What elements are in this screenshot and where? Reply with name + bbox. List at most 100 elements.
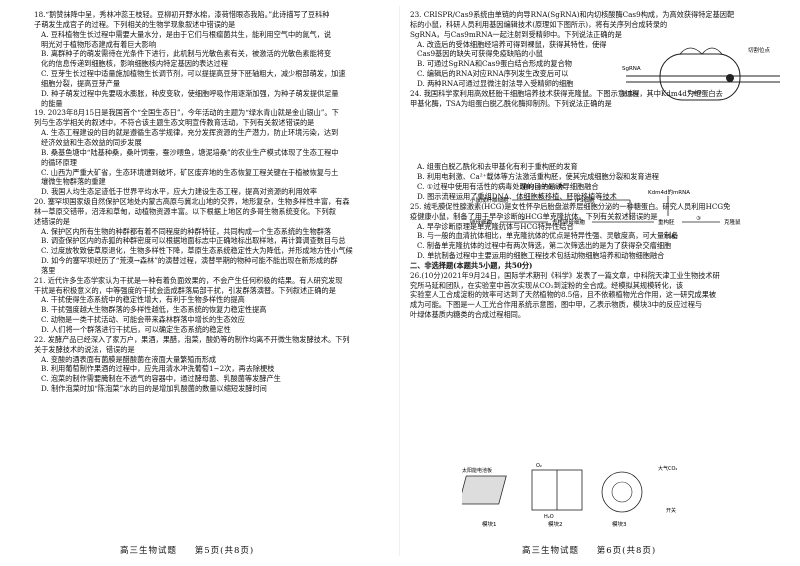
question-line: 经济效益和生态效益的同步发展 (41, 137, 142, 147)
question-line: 叶绿体基质内糖类的合成过程相同。 (410, 310, 526, 320)
footer-left: 高三生物试题 第5页(共8页) (120, 544, 268, 556)
step-3: ③ (696, 216, 701, 222)
node-tsa: TSA (663, 234, 675, 240)
question-18: 18.“鹅赞抹降中呈，秀林冲蕊王枝轻。豆柳初开野水棉，漆荷惜眼态我陷。”此诗描写… (34, 10, 392, 108)
question-line: 22. 发酵产品已经深入了家万户，果酒，果醋，泡菜，酸奶等的制作均离不开微生物发… (34, 334, 350, 344)
node-oocyte: 卵母细胞 (470, 218, 493, 226)
question-21: 21. 近代许多生态学家认为干扰是一种有着负面效果的，不会产生任何积极的结果。有… (34, 276, 392, 335)
question-25: 25. 绒毛膜促性腺激素(HCG)是女性怀孕后胎盘滋养层细胞分泌的一种糖蛋白。研… (410, 202, 788, 261)
question-line: D. 如今的塞罕坝经历了“荒漠→森林”的演替过程，演替早期的物种可能不能出现在新… (41, 256, 338, 266)
question-line: 标的小鼠，科研人员利用基因编辑技术(原理如下图所示)，将有关序列合成转录的 (410, 19, 668, 29)
question-20: 20. 塞罕坝国家级自然保护区地处内蒙古高原与冀北山地的交界，地形复杂，生物多样… (34, 197, 392, 276)
node-kdm4d: Kdm4d的mRNA (648, 188, 690, 196)
question-line: 疫健康小鼠，制备了用于早孕诊断的HCG单克隆抗体。下列有关叙述错误的是 (410, 211, 658, 221)
question-line: D. 制作泡菜时加“陈泡菜”水的目的是增加乳酸菌的数量以缩短发酵时间 (41, 384, 267, 394)
footer-subject: 高三生物试题 (120, 546, 178, 556)
page-left: 18.“鹅赞抹降中呈，秀林冲蕊王枝轻。豆柳初开野水棉，漆荷惜眼态我陷。”此诗描写… (34, 10, 392, 394)
question-line: 述错误的是 (34, 216, 70, 226)
question-line: 20. 塞罕坝国家级自然保护区地处内蒙古高原与冀北山地的交界，地形复杂，生物多样… (34, 197, 350, 207)
node-cloned-mouse: 克隆鼠 (724, 218, 741, 226)
footer-subject: 高三生物试题 (522, 546, 580, 556)
node-ips: iPS细胞 (575, 196, 595, 204)
question-line: B. 与一般的血清抗体相比，单克隆抗体的优点是特异性强、灵敏度高，可大量制备 (417, 231, 679, 241)
question-line: 化的信息传递到细胞核，影响细胞核内特定基因的表达过程 (41, 59, 228, 69)
question-line: D. 人们将一个群落进行干扰后，可以确定生态系统的稳定性 (41, 325, 231, 334)
question-line: B. 调查保护区内的赤狐的种群密度可以根据地面标志中正确地标出取样地，再计算调查… (41, 236, 346, 246)
label-sgrna: SgRNA (622, 66, 641, 72)
label-solar-panel: 太阳能电池板 (462, 467, 492, 474)
question-line: 的循环原理 (41, 157, 77, 167)
question-line: SgRNA，与Cas9mRNA一起注射到受精卵中。下列说法正确的是 (410, 29, 622, 39)
section-heading: 二、非选择题(本题共5小题，共50分) (410, 260, 533, 270)
question-line: 子萌发生成官子的过程。下列相关的生物学现象叙述中错误的是 (34, 19, 236, 29)
question-line: 成为可能。下图是一人工光合作用系统示意图，图中甲，乙表示物质，模块3中的反应过程… (410, 300, 703, 310)
question-line: 壤微生物群落的重建 (41, 177, 106, 187)
question-line: B. 利用电刺激、Ca²⁺载体等方法激活重构胚，使其完成细胞分裂和发育进程 (417, 172, 659, 182)
question-line: D. 两种RNA可通过显微注射法导入受精卵的细胞 (417, 78, 574, 88)
label-oxygen: O₂ (536, 463, 542, 469)
question-line: 究所马延和团队，在实验室中首次实现从CO₂到淀粉的全合成。经模拟其规模转化，该 (410, 280, 684, 290)
question-24: 24. 我国科学家利用高效胚胎干细胞培养技术获得克隆鼠。下图示意过程，其中Kdm… (410, 89, 788, 109)
question-line: 21. 近代许多生态学家认为干扰是一种有着负面效果的，不会产生任何积极的结果。有… (34, 275, 343, 285)
question-line: D. 我国人均生态足迹低于世界平均水平，应大力建设生态工程，提高对资源的利用效率 (41, 187, 318, 197)
node-fibroblast: 小鼠成纤维细胞 (470, 196, 509, 204)
question-line: A. 豆科植物生长过程中需要大量水分，是由于它们与根瘤菌共生，能利用空气中的氮气… (41, 29, 332, 39)
label-water: H₂O (544, 514, 554, 520)
page-divider (399, 6, 400, 556)
question-line: A. 生态工程建设的目的就是遵循生态学规律，充分发挥资源的生产潜力，防止环境污染… (41, 128, 339, 138)
label-target-gene: 靶基因 (622, 90, 639, 98)
question-line: C. 动物是一类干扰活动、可能会带来森林群落中增长的生态效应 (41, 315, 245, 325)
question-19: 19. 2023年8月15日是我国首个“全国生态日”，今年活动的主题为“绿水青山… (34, 108, 392, 197)
question-line: A. 变酸的酒表面有菌膜是醋酸菌在液面大量繁殖而形成 (41, 354, 217, 364)
question-line: B. 离群种子的萌发需待在光条件下进行，此机制与光敏色素有关，被激活的光敏色素能… (41, 49, 332, 59)
label-switch: 开关 (666, 507, 676, 514)
crispr-diagram: SgRNA 切割位点 Cas9 靶基因 (620, 40, 790, 114)
footer-page-number: 第6页(共8页) (596, 546, 657, 556)
question-line: B. 干扰强度越大生物群落的多样性越低，生态系统的恢复力稳定性提高 (41, 305, 267, 315)
question-line: B. 利用葡萄制作果酒的过程中，应先用清水冲洗葡萄1~2次，再去除梗枝 (41, 364, 275, 374)
diagram-24-spacer (410, 108, 788, 162)
question-line: D. 图示流程运用了重组DNA、体细胞核移植、胚胎移植等技术 (417, 191, 617, 201)
question-line: 19. 2023年8月15日是我国首个“全国生态日”，今年活动的主题为“绿水青山… (34, 108, 339, 118)
question-line: C. 山西为严重大矿省，生态环境遭到破坏，矿区废弃地的生态恢复工程关键在于植被恢… (41, 167, 339, 177)
question-line: C. 制备单克隆抗体的过程中有两次筛选，第二次筛选出的是为了获得杂交瘤细胞 (417, 241, 672, 251)
question-line: 落里 (41, 265, 56, 275)
node-reconstructed-embryo: 重构胚 (658, 218, 675, 226)
question-line: 25. 绒毛膜促性腺激素(HCG)是女性怀孕后胎盘滋养层细胞分泌的一种糖蛋白。研… (410, 201, 731, 211)
question-line: A. 干扰使得生态系统中的稳定性增大，有利于生物多样性的提高 (41, 295, 245, 305)
question-line: 林一草原交错带，沼泽和草甸，动植物资源丰富。以下根据上地区的多哥生物系统变化。下… (34, 206, 336, 216)
node-enucleated-oocyte: 去核卵母细胞 (552, 218, 586, 226)
label-module-2: 模块2 (548, 520, 563, 528)
question-line: C. 编辑后的RNA对应RNA序列发生改变后可以 (417, 69, 569, 79)
label-cut-site: 切割位点 (748, 46, 771, 54)
question-line: 实验室人工合成淀粉的效率可达到了天然植物的8.5倍，且不依赖植物光合作用，这一研… (410, 290, 717, 300)
question-line: C. 豆芽生长过程中适量施加植物生长调节剂，可以提提高豆芽下胚轴粗大，减少根部萌… (41, 69, 346, 79)
label-module-3: 模块3 (612, 520, 627, 528)
question-line: 的能量 (41, 98, 63, 108)
question-line: 18.“鹅赞抹降中呈，秀林冲蕊王枝轻。豆柳初开野水棉，漆荷惜眼态我陷。”此诗描写… (34, 10, 330, 19)
label-co2: 大气CO₂ (658, 465, 677, 472)
question-line: A. 早孕诊断原理是单克隆抗体与HCG特异性结合 (417, 221, 574, 231)
footer-page-number: 第5页(共8页) (194, 546, 255, 556)
page-right: 23. CRISPR/Cas9系统由单链的向导RNA(SgRNA)和内切核酸酶C… (400, 0, 800, 566)
question-line: A. 改造后的受体细胞经培养可得到裸鼠，获得其特性，使得 (417, 39, 607, 49)
question-line: 细胞分裂，提高豆芽产量 (41, 78, 121, 88)
question-23: 23. CRISPR/Cas9系统由单链的向导RNA(SgRNA)和内切核酸酶C… (410, 10, 788, 89)
question-line: Cas9基因的缺失可获得免疫缺陷的小鼠 (417, 49, 543, 59)
question-line: 26.(10分)2021年9月24日，国际学术期刊《科学》发表了一篇文章，中科院… (410, 270, 720, 280)
question-line: B. 桑基鱼塘中“陆基种桑，桑叶饲蚕，蚕沙喂鱼，塘泥培桑”的农业生产模式体现了生… (41, 147, 339, 157)
question-line: 明光对于植物形态建成有着巨大影响 (41, 39, 157, 49)
question-line: 列与生态学相关的叙述中，不符合该主题生态文明宣传教育活动，下列有关叙述错误的是 (34, 118, 315, 128)
question-line: D. 单抗制备过程中主要运用的细胞工程技术包括动物细胞培养和动物细胞融合 (417, 251, 665, 261)
question-line: C. 泡菜的制作需要腌制在不透气的容器中，通过酵母菌、乳酸菌等发酵产生 (41, 374, 281, 384)
label-cas9: Cas9 (688, 90, 702, 96)
artificial-photosynthesis-figure: 太阳能电池板 H₂O O₂ 大气CO₂ 开关 模块1 模块2 模块3 (462, 462, 698, 528)
question-line: C. 过度放牧致使草原退化，生物多样性下降，草原生态系统稳定性大为降低，并形成地… (41, 246, 353, 256)
step-2: ② (520, 215, 525, 222)
question-line: D. 种子萌发过程中先要吸水膨胀，种皮变软，使细胞呼吸作用逐渐加强，为种子萌发提… (41, 88, 339, 98)
step-1: ① (538, 194, 543, 200)
question-line: 干扰是有积极意义的，中等强度的干扰会造成群落局部干扰，引发群落演替。下列叙述正确… (34, 285, 336, 295)
question-line: C. ①过程中使用有活性的病毒处理的目的是诱导细胞融合 (417, 182, 599, 192)
label-module-1: 模块1 (482, 520, 497, 528)
